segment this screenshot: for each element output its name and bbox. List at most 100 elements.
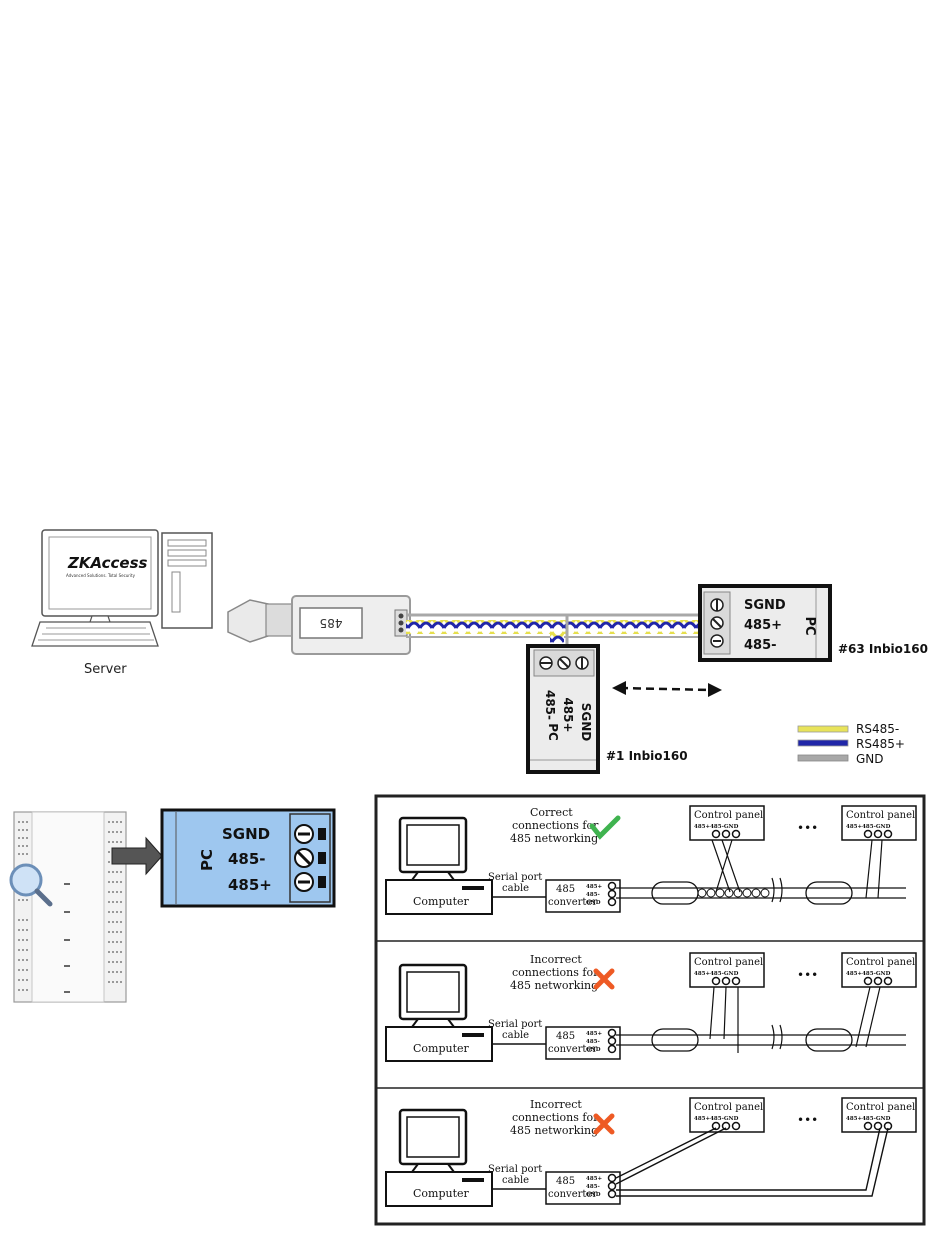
terminal-icon	[883, 976, 893, 986]
serial-plug-icon	[227, 599, 293, 643]
terminal-icon	[607, 1028, 617, 1038]
status-text: connections for	[512, 966, 599, 979]
twist-mark	[706, 888, 716, 898]
legend-label: RS485+	[856, 737, 905, 751]
legend-label: GND	[856, 752, 884, 766]
control-panel-label: Control panel	[846, 810, 915, 821]
rs485-converter: 485	[291, 595, 411, 655]
legend-swatch	[797, 739, 849, 747]
converter-label: converter	[548, 1044, 597, 1055]
legend-swatch	[797, 754, 849, 762]
cable-sleeve	[805, 881, 853, 905]
panel-terms-label: 485+485-GND	[846, 1116, 891, 1122]
twist-mark	[733, 888, 743, 898]
converter-term: 485-	[586, 892, 600, 898]
converter-box	[545, 1026, 621, 1060]
control-panel-2: Control panel 485+485-GND	[841, 805, 917, 841]
controller-device	[13, 811, 127, 1003]
terminal-icon	[711, 829, 721, 839]
control-panel-label: Control panel	[846, 957, 915, 968]
server-label: Server	[84, 662, 127, 677]
dashed-double-arrow	[612, 681, 722, 697]
converter-label: 485	[320, 616, 343, 630]
converter-term: 485+	[586, 1031, 602, 1037]
terminal-icon	[873, 976, 883, 986]
terminal-icon	[607, 1189, 617, 1199]
terminal-icon	[607, 1181, 617, 1191]
terminal-icon	[607, 1036, 617, 1046]
terminal-icon	[721, 829, 731, 839]
drive-slot	[462, 886, 484, 890]
term-label: SGND	[744, 598, 786, 613]
status-text: 485 networking	[510, 979, 598, 992]
converter-label: converter	[548, 1189, 597, 1200]
term-label: 485+	[561, 697, 575, 732]
arrow-right-icon	[111, 836, 163, 876]
detail-term-label: 485-	[228, 850, 266, 868]
terminal-icon	[607, 881, 617, 891]
panel-terms-label: 485+485-GND	[846, 971, 891, 977]
term-label: 485+	[744, 618, 782, 633]
terminal-icon	[731, 1121, 741, 1131]
zkaccess-logo: ZKAccess Advanced Solutions. Total Secur…	[66, 554, 148, 578]
terminal-icon	[607, 1044, 617, 1054]
converter-term: GND	[586, 1192, 601, 1198]
converter-term: GND	[586, 1047, 601, 1053]
ellipsis-text: •••	[797, 1113, 818, 1127]
status-text: connections for	[512, 1111, 599, 1124]
server-computer: ZKAccess Advanced Solutions. Total Secur…	[31, 529, 213, 677]
cable-break	[771, 877, 783, 903]
monitor-stand	[410, 871, 456, 881]
terminal-icon	[863, 1121, 873, 1131]
ellipsis-text: •••	[797, 968, 818, 982]
drop-wires	[865, 839, 883, 899]
status-text: Incorrect	[530, 953, 582, 966]
computer-box	[385, 879, 493, 915]
terminal-icon	[863, 829, 873, 839]
drop-wires	[709, 986, 739, 1053]
computer-box	[385, 1026, 493, 1062]
detail-term-label: 485+	[228, 876, 272, 894]
twist-mark	[751, 888, 761, 898]
cable-label: Serial port	[488, 872, 542, 883]
ellipsis-text: •••	[797, 821, 818, 835]
star-wires	[615, 1127, 727, 1185]
inbio-panel-1: SGND 485+ 485- PC #1 Inbio160	[526, 644, 688, 774]
terminal-screw-icon	[710, 598, 724, 648]
panel-terms-label: 485+485-GND	[694, 1116, 739, 1122]
terminal-icon	[873, 1121, 883, 1131]
converter-label: 485	[556, 1176, 575, 1187]
term-label: SGND	[579, 703, 593, 742]
computer-label: Computer	[413, 1187, 470, 1200]
cable-break	[771, 1024, 783, 1050]
cross-icon	[593, 1113, 615, 1135]
converter-box	[545, 879, 621, 913]
monitor-stand	[410, 1163, 456, 1173]
converter-term: GND	[586, 900, 601, 906]
converter-label: 485	[556, 1031, 575, 1042]
legend-swatch	[797, 725, 849, 733]
twist-mark	[697, 888, 707, 898]
terminal-icon	[731, 829, 741, 839]
monitor-screen	[406, 824, 460, 866]
twist-mark	[742, 888, 752, 898]
panel-terms-label: 485+485-GND	[846, 824, 891, 830]
monitor-stand	[410, 1018, 456, 1028]
drive-slot	[462, 1178, 484, 1182]
terminal-icon	[863, 976, 873, 986]
star-wires	[616, 1127, 889, 1197]
terminal-icon	[607, 897, 617, 907]
cable-label: Serial port	[488, 1019, 542, 1030]
twist-mark	[715, 888, 725, 898]
terminal-icon	[711, 1121, 721, 1131]
control-panel-label: Control panel	[694, 957, 763, 968]
term-label: 485-	[543, 690, 557, 720]
logo-text: ZKAccess	[67, 554, 148, 572]
computer-label: Computer	[413, 1042, 470, 1055]
